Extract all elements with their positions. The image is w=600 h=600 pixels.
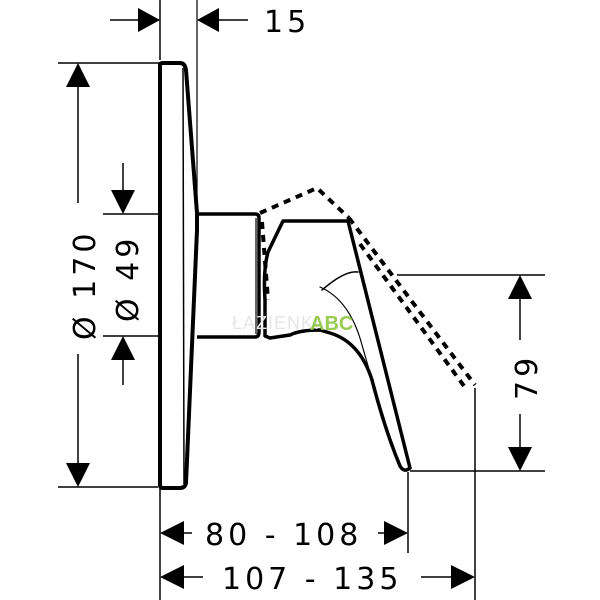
dim-label-107-135: 107 - 135 xyxy=(222,562,402,597)
arrow-up-icon xyxy=(66,63,90,87)
arrow-right-icon xyxy=(384,521,408,545)
dimension-plate-depth: 15 xyxy=(110,0,310,230)
dimension-body-diameter: Ø 49 xyxy=(103,163,160,385)
arrow-left-icon xyxy=(160,565,184,589)
arrow-down-icon xyxy=(111,190,135,214)
arrow-left-icon xyxy=(197,8,219,32)
arrow-right-icon xyxy=(138,8,160,32)
arrow-left-icon xyxy=(160,521,184,545)
wall-plate xyxy=(158,61,199,490)
watermark-accent: ABC xyxy=(310,313,353,335)
dim-label-79: 79 xyxy=(510,354,545,400)
dim-label-170: Ø 170 xyxy=(68,230,103,340)
arrow-up-icon xyxy=(111,336,135,360)
lever-alt-position xyxy=(259,185,477,388)
dim-label-49: Ø 49 xyxy=(111,235,146,322)
dim-label-80-108: 80 - 108 xyxy=(205,518,362,553)
dimension-projection-lever: 80 - 108 xyxy=(160,518,408,553)
watermark-prefix: ŁAZIENKI xyxy=(232,313,320,333)
dimension-lever-height: 79 xyxy=(397,274,545,472)
valve-body xyxy=(197,212,261,339)
dimension-projection-total: 107 - 135 xyxy=(160,562,475,597)
arrow-down-icon xyxy=(66,463,90,487)
dimension-plate-diameter: Ø 170 xyxy=(58,62,160,488)
arrow-right-icon xyxy=(451,565,475,589)
watermark: ŁAZIENKI ABC xyxy=(232,313,353,335)
arrow-down-icon xyxy=(508,447,532,471)
dim-label-15: 15 xyxy=(264,5,310,40)
arrow-up-icon xyxy=(508,275,532,299)
lever-handle xyxy=(262,219,412,472)
